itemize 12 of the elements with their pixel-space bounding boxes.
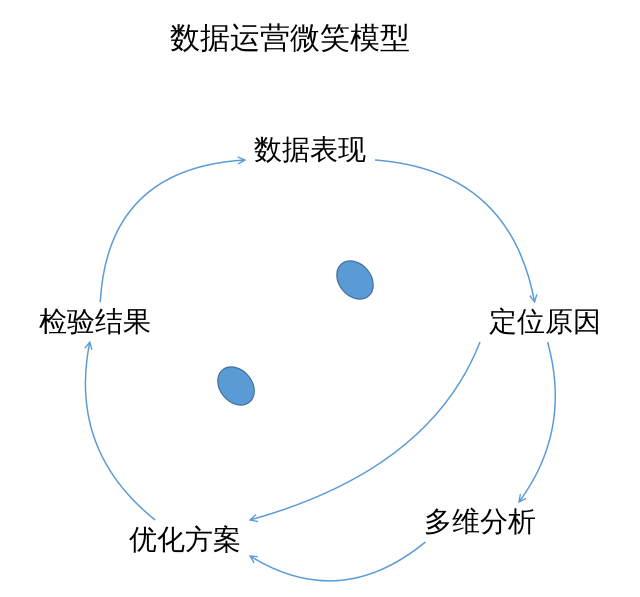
diagram-title: 数据运营微笑模型 xyxy=(169,20,411,58)
stage-label: 数据表现 xyxy=(245,130,375,170)
curved-arrow xyxy=(374,159,538,303)
curved-arrow xyxy=(249,342,481,522)
stage-label: 多维分析 xyxy=(415,502,545,542)
stage-label: 检验结果 xyxy=(30,302,160,342)
curved-arrow xyxy=(99,156,246,302)
curved-arrow xyxy=(84,341,156,521)
stage-label: 优化方案 xyxy=(120,520,250,560)
stage-label: 定位原因 xyxy=(480,302,610,342)
curved-arrow xyxy=(249,541,426,582)
curved-arrow xyxy=(518,342,556,503)
